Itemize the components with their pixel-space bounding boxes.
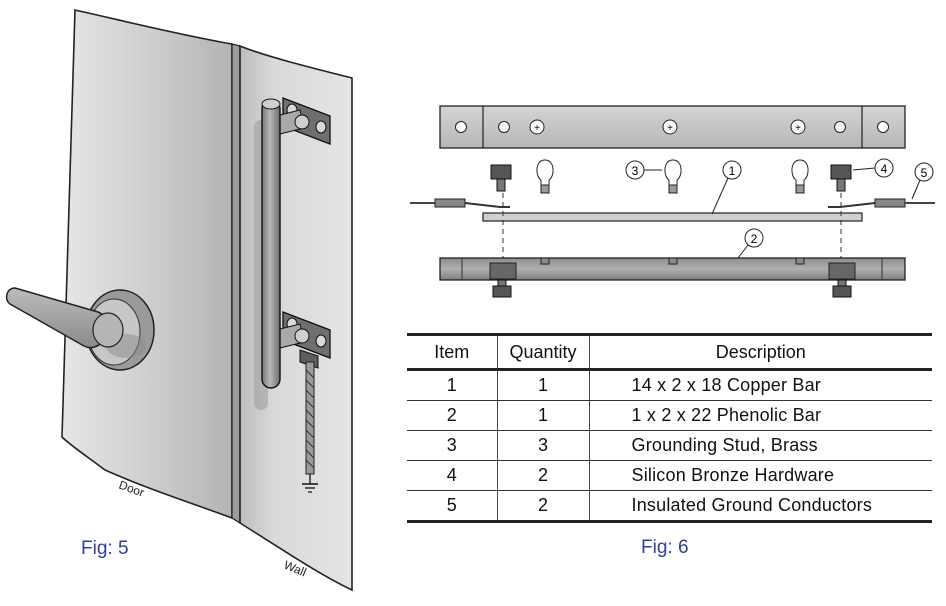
- callout-4: 4: [852, 158, 894, 178]
- grounding-rod: [261, 99, 281, 389]
- phenolic-bar: [439, 257, 906, 281]
- cell-quantity: 2: [497, 490, 590, 523]
- cell-item: 5: [407, 490, 498, 523]
- svg-text:3: 3: [632, 164, 639, 178]
- svg-text:5: 5: [921, 166, 928, 180]
- bottom-bolt-right: [832, 279, 852, 298]
- table-row: 3 3 Grounding Stud, Brass: [407, 430, 932, 461]
- grounding-stud-1: [536, 159, 554, 194]
- hex-bolt-right: [830, 164, 852, 192]
- cell-quantity: 2: [497, 460, 590, 491]
- ground-conductor: [305, 361, 315, 484]
- table-row: 4 2 Silicon Bronze Hardware: [407, 460, 932, 491]
- bottom-bolt-left: [492, 279, 512, 298]
- cell-description: 14 x 2 x 18 Copper Bar: [589, 369, 932, 401]
- table-row: 5 2 Insulated Ground Conductors: [407, 490, 932, 523]
- grounding-stud-2: [664, 159, 682, 194]
- lower-bracket: [275, 311, 331, 369]
- cell-description: Insulated Ground Conductors: [589, 490, 932, 523]
- callout-2: 2: [737, 228, 764, 259]
- earth-ground-icon: [302, 483, 318, 493]
- grounding-stud-3: [791, 159, 809, 194]
- figure-6-caption: Fig: 6: [641, 537, 689, 558]
- cell-quantity: 3: [497, 430, 590, 461]
- door-panel: [61, 9, 233, 520]
- cell-description: Silicon Bronze Hardware: [589, 460, 932, 491]
- cell-item: 3: [407, 430, 498, 461]
- header-item: Item: [407, 333, 498, 371]
- header-quantity: Quantity: [497, 333, 590, 371]
- svg-text:4: 4: [881, 162, 888, 176]
- svg-text:+: +: [667, 123, 673, 134]
- table-row: 1 1 14 x 2 x 18 Copper Bar: [407, 369, 932, 401]
- conductor-left: [410, 198, 510, 208]
- svg-text:1: 1: [729, 164, 736, 178]
- door-edge: [231, 43, 241, 525]
- copper-bar-top-view: + + +: [439, 105, 906, 149]
- copper-bar-side: [482, 212, 863, 222]
- hex-bolt-left: [490, 164, 512, 192]
- callout-5: 5: [911, 162, 934, 200]
- svg-text:2: 2: [751, 232, 758, 246]
- cell-quantity: 1: [497, 400, 590, 431]
- callout-3: 3: [625, 160, 662, 180]
- parts-table: Item Quantity Description 1 1 14 x 2 x 1…: [407, 333, 932, 523]
- cell-item: 1: [407, 369, 498, 401]
- svg-text:+: +: [795, 123, 801, 134]
- door-wall-illustration: Door Wall: [5, 9, 353, 592]
- cell-item: 2: [407, 400, 498, 431]
- ground-bar-exploded-diagram: + + +: [410, 105, 935, 298]
- header-description: Description: [589, 333, 932, 371]
- callout-1: 1: [711, 160, 742, 215]
- cell-quantity: 1: [497, 369, 590, 401]
- svg-text:+: +: [534, 123, 540, 134]
- conductor-right: [828, 198, 935, 208]
- table-row: 2 1 1 x 2 x 22 Phenolic Bar: [407, 400, 932, 431]
- cell-description: 1 x 2 x 22 Phenolic Bar: [589, 400, 932, 431]
- table-header-row: Item Quantity Description: [407, 333, 932, 371]
- cell-description: Grounding Stud, Brass: [589, 430, 932, 461]
- cell-item: 4: [407, 460, 498, 491]
- figure-5-caption: Fig: 5: [81, 538, 129, 559]
